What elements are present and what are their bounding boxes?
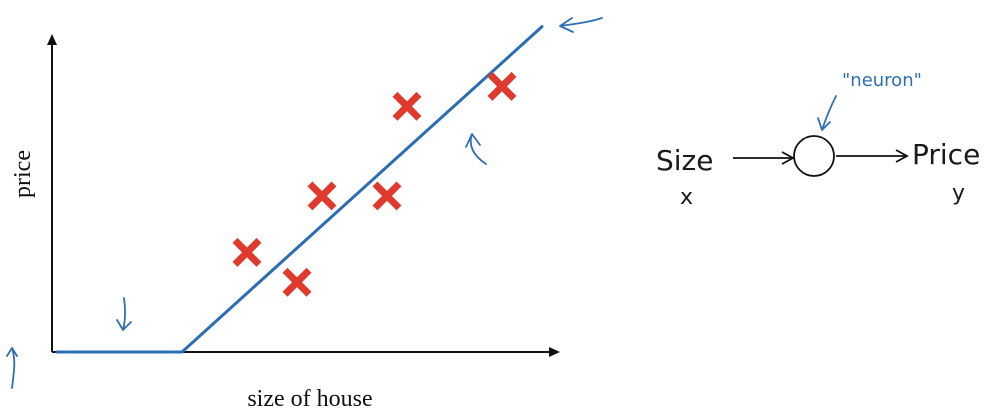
- fit-line-group: [55, 25, 544, 354]
- x-axis-label: size of house: [247, 386, 372, 412]
- data-point-stroke: [232, 237, 262, 267]
- origin-annotation-mark: [6, 347, 18, 389]
- neuron-annotation-label: "neuron": [842, 70, 922, 91]
- input-label: Size: [656, 144, 713, 177]
- input-variable: x: [680, 185, 693, 210]
- data-point-x-mark: [232, 237, 262, 267]
- mid-annotation-arrow: [465, 133, 487, 165]
- output-variable: y: [952, 181, 965, 206]
- data-point-x-mark: [307, 181, 337, 211]
- neuron-node: [793, 135, 835, 177]
- data-point-x-mark: [372, 181, 402, 211]
- data-point-stroke: [282, 267, 312, 297]
- fit-line: [55, 25, 544, 354]
- data-point-stroke: [487, 71, 517, 101]
- flat-segment-annotation-arrow: [116, 297, 132, 331]
- output-label: Price: [912, 138, 980, 171]
- data-point-x-mark: [282, 267, 312, 297]
- data-point-stroke: [307, 181, 337, 211]
- y-axis-label: price: [10, 150, 36, 198]
- annotations: [6, 17, 603, 389]
- data-point-x-mark: [392, 91, 422, 121]
- chart-axes: [47, 34, 560, 357]
- data-point-stroke: [372, 181, 402, 211]
- data-point-x-mark: [487, 71, 517, 101]
- data-points-group: [232, 71, 517, 297]
- data-point-stroke: [392, 91, 422, 121]
- neuron-annotation-arrow: [817, 95, 837, 131]
- neuron-diagram: Size x Price y "neuron": [656, 70, 980, 210]
- top-right-annotation-arrow: [559, 17, 603, 33]
